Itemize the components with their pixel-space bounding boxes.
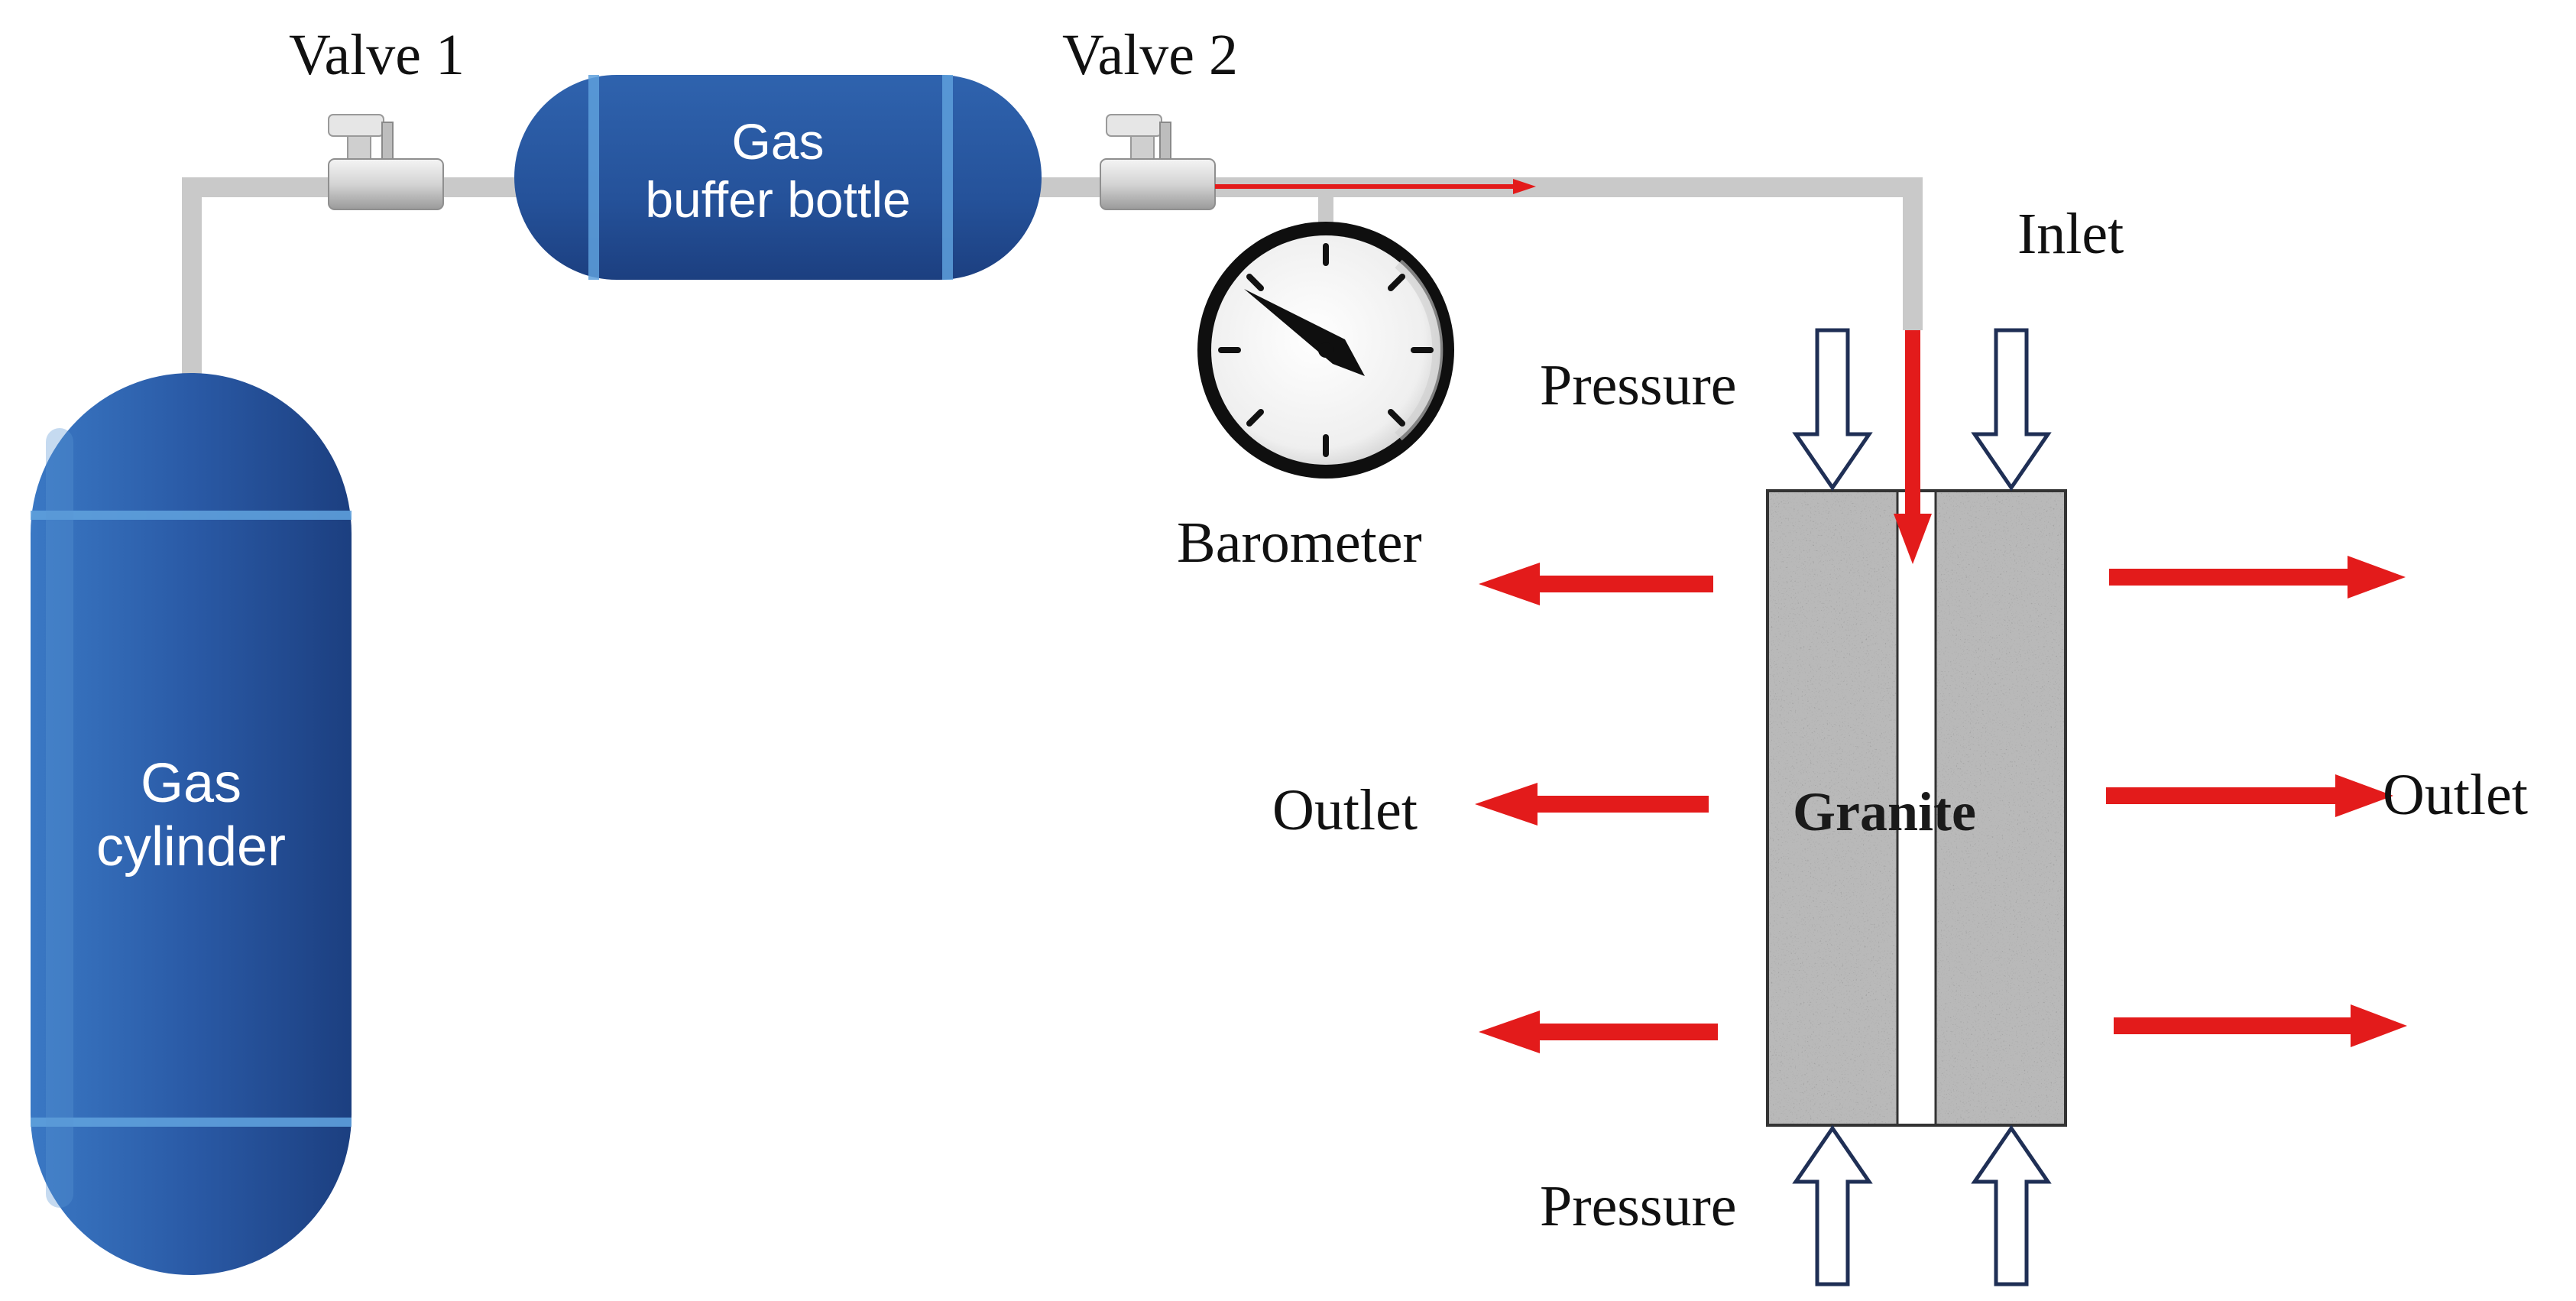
gas-cylinder-label-line2: cylinder	[96, 816, 287, 878]
pipe-cylinder-riser	[182, 180, 202, 379]
outlet-arrow-left-2	[1475, 783, 1709, 826]
pipe-inlet-drop	[1903, 177, 1923, 330]
granite-sample	[1766, 489, 2067, 1127]
outlet-arrow-left-1	[1479, 563, 1713, 605]
barometer-gauge	[1197, 222, 1454, 479]
outlet-arrow-right-1	[2109, 556, 2406, 599]
valve-1-label: Valve 1	[289, 23, 465, 87]
pressure-arrows-bottom	[1792, 1124, 2052, 1286]
granite-fracture	[1897, 491, 1936, 1125]
inlet-label: Inlet	[2017, 202, 2124, 266]
pressure-arrow-bottom-right	[1971, 1124, 2052, 1286]
gas-buffer-bottle	[514, 75, 1042, 280]
barometer-needle	[1244, 289, 1365, 376]
pipe-network	[182, 177, 1923, 379]
cylinder-band-top	[31, 511, 352, 520]
pressure-arrow-bottom-left	[1792, 1124, 1873, 1286]
pressure-arrows-top	[1792, 328, 2052, 492]
outlet-arrow-right-3	[2114, 1004, 2407, 1047]
outlet-arrows-right	[2106, 556, 2407, 1047]
outlet-right-label: Outlet	[2383, 763, 2528, 827]
outlet-arrows-left	[1475, 563, 1718, 1053]
gas-cylinder-label: Gas cylinder	[46, 752, 336, 879]
granite-label: Granite	[1793, 781, 1976, 842]
pressure-top-label: Pressure	[1540, 353, 1737, 417]
buffer-bottle-label-line2: buffer bottle	[645, 170, 911, 228]
pressure-bottom-label: Pressure	[1540, 1174, 1737, 1238]
valve-1-icon[interactable]	[328, 114, 444, 210]
flow-arrow-inlet	[1894, 330, 1932, 564]
valve-2-icon[interactable]	[1100, 114, 1216, 210]
outlet-arrow-left-3	[1479, 1011, 1718, 1053]
buffer-band-left	[588, 75, 599, 280]
buffer-bottle-label: Gas buffer bottle	[591, 113, 965, 229]
gas-cylinder	[31, 373, 352, 1275]
barometer-label: Barometer	[1177, 511, 1422, 575]
pressure-arrow-top-right	[1971, 328, 2052, 492]
buffer-band-right	[942, 75, 953, 280]
buffer-bottle-label-line1: Gas	[731, 113, 825, 170]
outlet-left-label: Outlet	[1272, 778, 1418, 842]
cylinder-band-bottom	[31, 1118, 352, 1127]
outlet-arrow-right-2	[2106, 774, 2393, 817]
valve-2-label: Valve 2	[1062, 23, 1239, 87]
pressure-arrow-top-left	[1792, 328, 1873, 492]
gas-cylinder-label-line1: Gas	[140, 753, 242, 814]
flow-arrow-pipe	[1215, 179, 1536, 194]
pipe-barometer-stem	[1318, 196, 1333, 226]
